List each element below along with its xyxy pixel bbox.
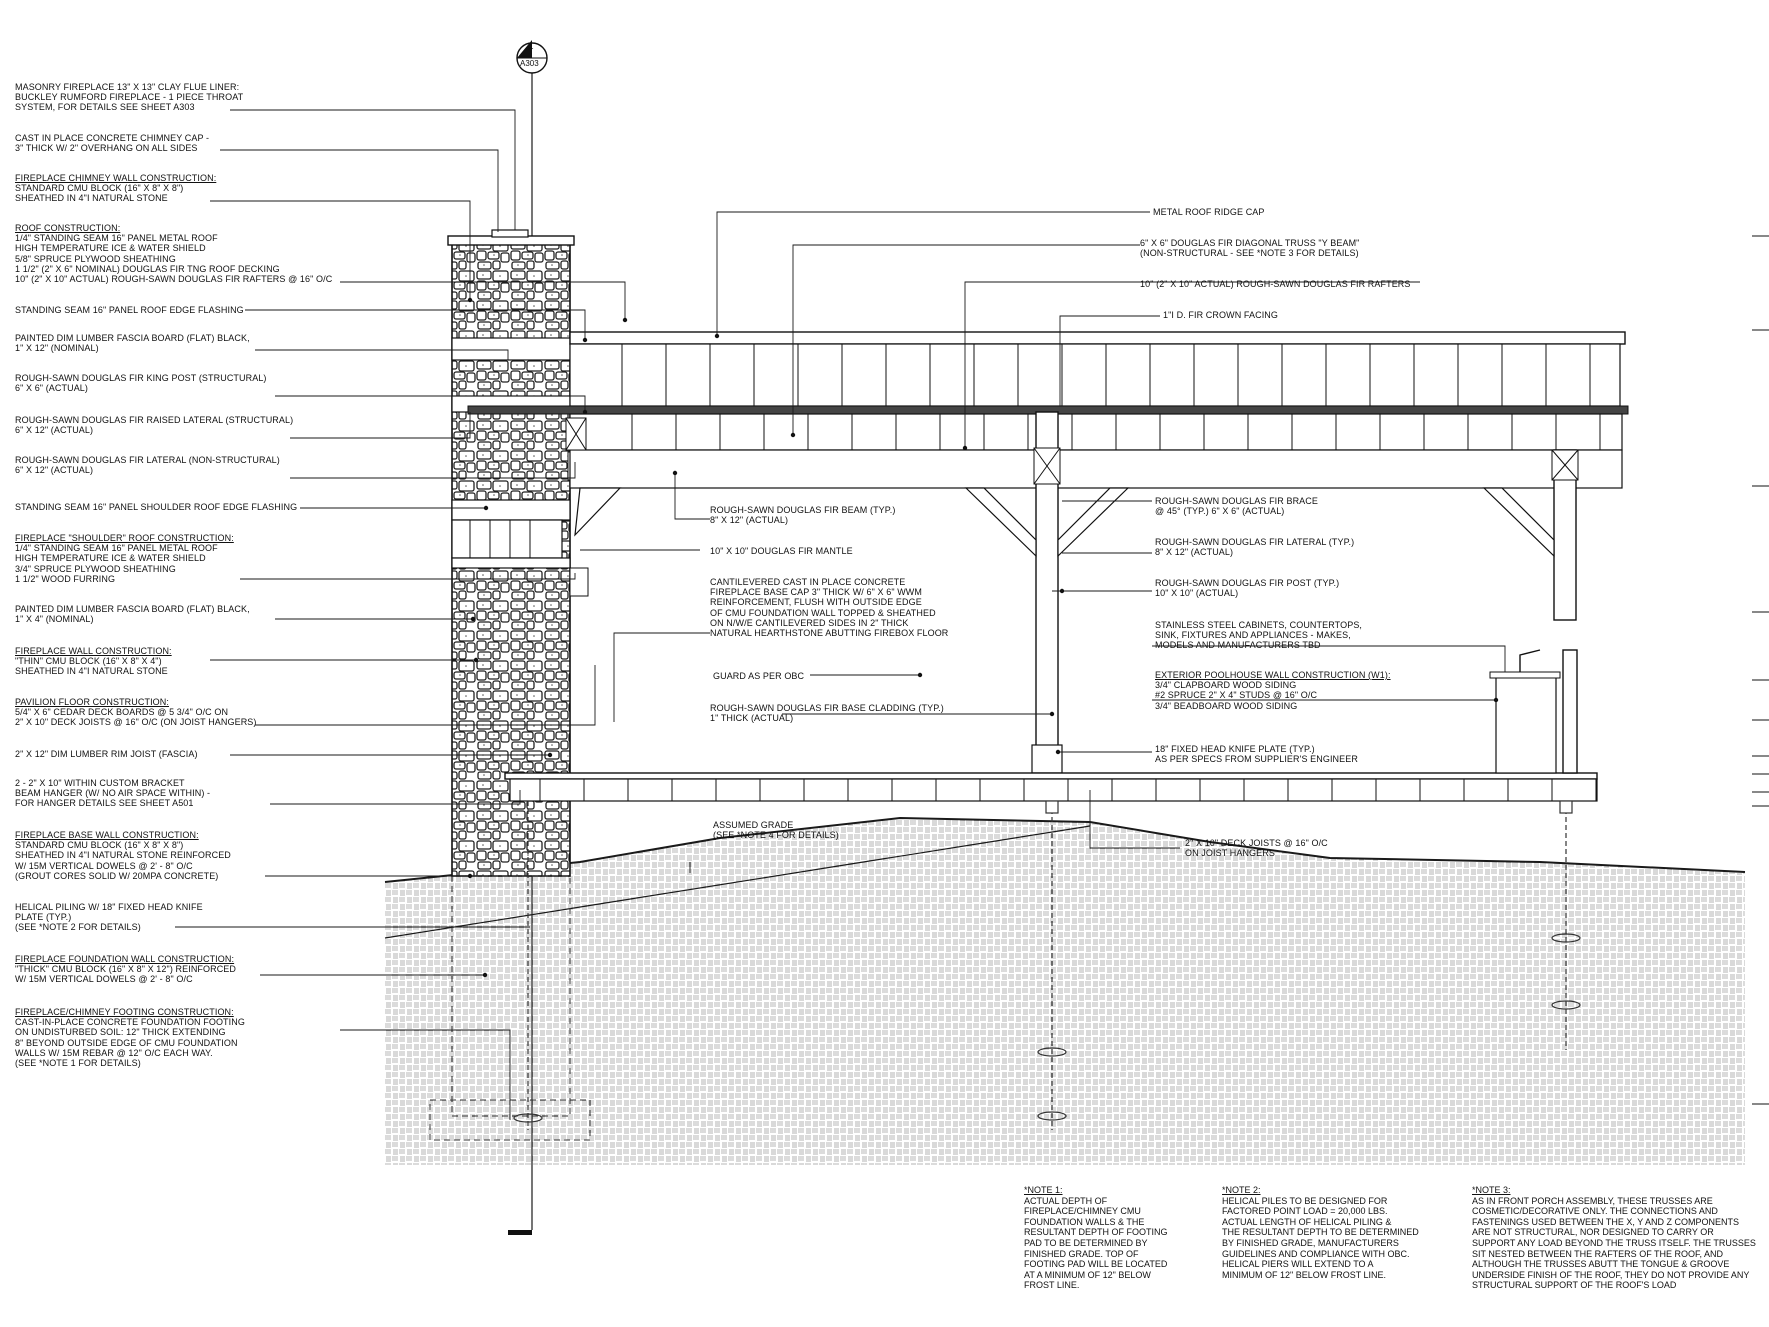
label-raised-lateral: ROUGH-SAWN DOUGLAS FIR RAISED LATERAL (S… — [15, 415, 294, 436]
roof-fascia — [569, 331, 1626, 345]
label-deck-joists: 2" x 10" DECK JOISTS @ 16" o/cON JOIST H… — [1185, 838, 1328, 859]
label-king-post: ROUGH-SAWN DOUGLAS FIR KING POST (STRUCT… — [15, 373, 267, 394]
brace-left — [574, 487, 622, 537]
label-fascia-board-4: PAINTED DIM LUMBER FASCIA BOARD (FLAT) B… — [15, 604, 250, 625]
label-lateral-typ: ROUGH-SAWN DOUGLAS FIR LATERAL (TYP.)8" … — [1155, 537, 1355, 558]
label-y-beam: 6" x 6" DOUGLAS FIR DIAGONAL TRUSS "Y BE… — [1140, 238, 1360, 259]
label-footing: FIREPLACE/CHIMNEY FOOTING CONSTRUCTION:C… — [15, 1007, 245, 1069]
label-roof-construction: ROOF CONSTRUCTION:1/4" STANDING SEAM 16"… — [15, 223, 333, 285]
label-flue-liner: MASONRY FIREPLACE 13" x 13" CLAY FLUE LI… — [15, 82, 244, 113]
deck-floor — [504, 772, 1598, 780]
label-fascia-board-12: PAINTED DIM LUMBER FASCIA BOARD (FLAT) B… — [15, 333, 250, 354]
label-pavilion-floor: PAVILION FLOOR CONSTRUCTION:5/4" x 6" CE… — [15, 697, 257, 728]
label-base-cladding: ROUGH-SAWN DOUGLAS FIR BASE CLADDING (TY… — [710, 703, 944, 724]
label-knife-plate: 18" FIXED HEAD KNIFE PLATE (TYP.)AS PER … — [1155, 744, 1358, 765]
section-marker-number: 1 — [529, 42, 534, 51]
brace-right — [1482, 487, 1555, 558]
label-shoulder-roof: FIREPLACE "SHOULDER" ROOF CONSTRUCTION:1… — [15, 533, 234, 584]
cabinet — [1495, 675, 1557, 774]
soil-hatch — [385, 818, 1745, 1165]
label-post: ROUGH-SAWN DOUGLAS FIR POST (TYP.)10" x … — [1155, 578, 1340, 599]
section-marker-sheet: A303 — [520, 59, 539, 68]
deck-joists — [539, 779, 1597, 801]
label-helical-piling: HELICAL PILING w/ 18" FIXED HEAD KNIFEPL… — [15, 902, 203, 933]
label-roof-edge-flashing: STANDING SEAM 16" PANEL ROOF EDGE FLASHI… — [15, 305, 244, 315]
brace-center-left — [964, 487, 1037, 558]
label-chimney-cap: CAST IN PLACE CONCRETE CHIMNEY CAP -3" T… — [15, 133, 210, 154]
leader-lines — [175, 109, 1506, 1120]
label-foundation-wall: FIREPLACE FOUNDATION WALL CONSTRUCTION:"… — [15, 954, 237, 985]
note-3: *NOTE 3: AS IN FRONT PORCH ASSEMBLY, THE… — [1472, 1185, 1756, 1291]
label-shoulder-flashing: STANDING SEAM 16" PANEL SHOULDER ROOF ED… — [15, 502, 298, 512]
roof-rafters — [621, 344, 1601, 450]
note-2: *NOTE 2: HELICAL PILES TO BE DESIGNED FO… — [1222, 1185, 1419, 1280]
label-mantle: 10" x 10" DOUGLAS FIR MANTLE — [710, 546, 853, 556]
label-beam: ROUGH-SAWN DOUGLAS FIR BEAM (TYP.)8" x 1… — [710, 505, 896, 526]
label-poolhouse-wall: EXTERIOR POOLHOUSE WALL CONSTRUCTION (W1… — [1155, 670, 1391, 711]
helical-piles — [513, 800, 1581, 1130]
brace-center-right — [1057, 487, 1130, 558]
poolhouse-wall — [1562, 649, 1578, 774]
label-rafters-right: 10" (2" x 10" ACTUAL) ROUGH-SAWN DOUGLAS… — [1140, 279, 1411, 289]
label-chimney-wall: FIREPLACE CHIMNEY WALL CONSTRUCTION:STAN… — [15, 173, 217, 204]
label-rim-joist: 2" x 12" DIM LUMBER RIM JOIST (FASCIA) — [15, 749, 198, 759]
label-fireplace-wall: FIREPLACE WALL CONSTRUCTION:"THIN" CMU B… — [15, 646, 172, 677]
label-ridge-cap: METAL ROOF RIDGE CAP — [1153, 207, 1265, 217]
label-guard: GUARD AS PER OBC — [713, 671, 805, 681]
label-crown-facing: 1"I D. FIR CROWN FACING — [1163, 310, 1278, 320]
label-cabinets: STAINLESS STEEL CABINETS, COUNTERTOPS,SI… — [1155, 620, 1363, 651]
label-lateral-non-structural: ROUGH-SAWN DOUGLAS FIR LATERAL (NON-STRU… — [15, 455, 280, 476]
frost-line — [384, 825, 1091, 939]
label-base-wall: FIREPLACE BASE WALL CONSTRUCTION:STANDAR… — [15, 830, 231, 881]
label-assumed-grade: ASSUMED GRADE(SEE *NOTE 4 FOR DETAILS) — [713, 820, 839, 841]
label-brace: ROUGH-SAWN DOUGLAS FIR BRACE@ 45° (TYP.)… — [1155, 496, 1318, 517]
